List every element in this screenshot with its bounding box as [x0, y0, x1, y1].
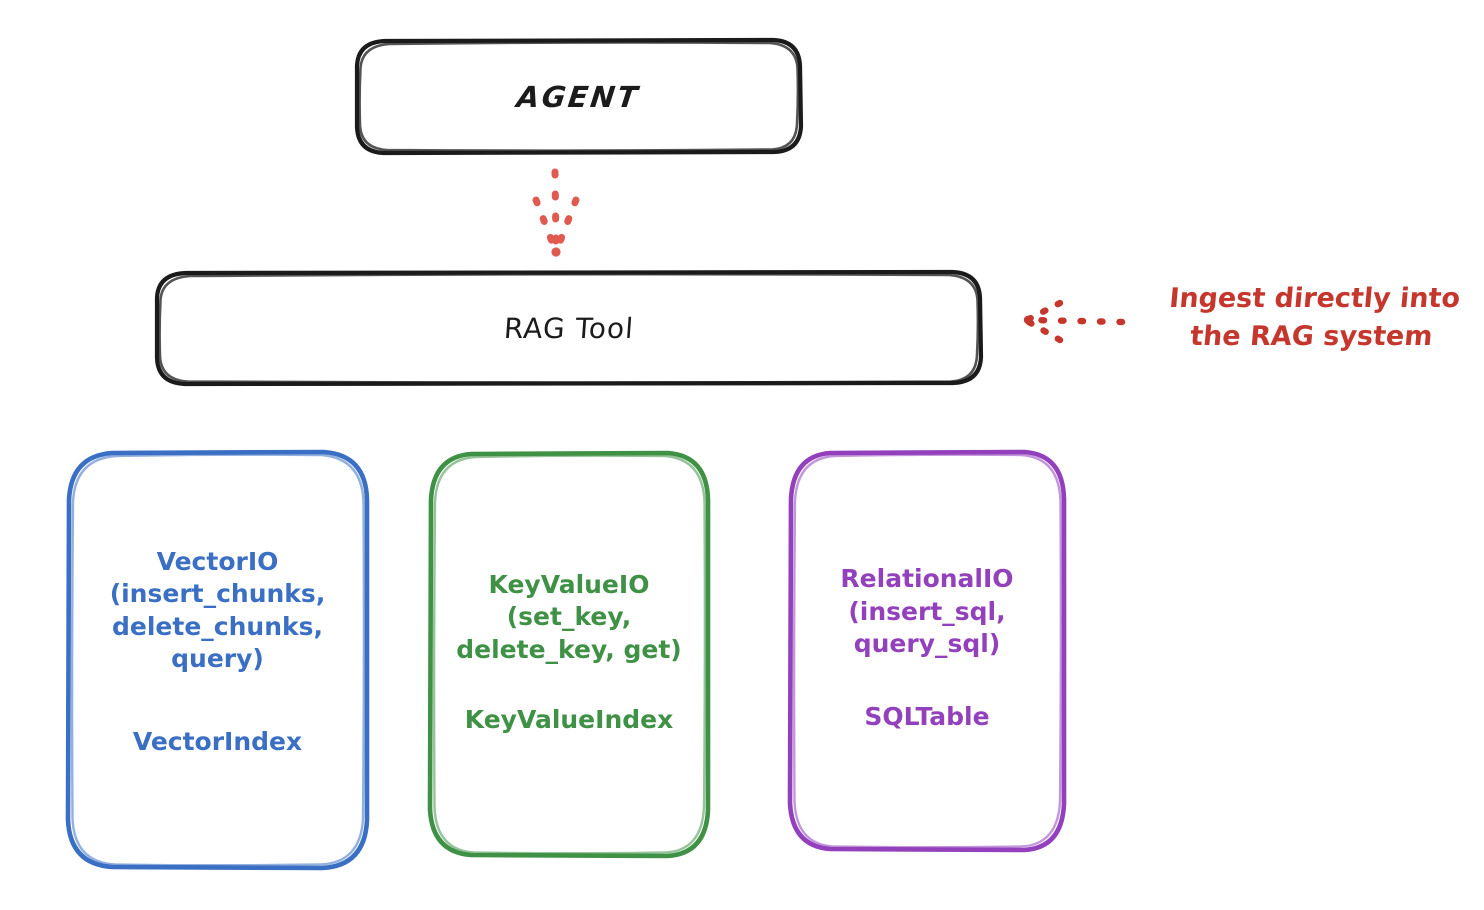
key-value-io-index-label: KeyValueIndex: [464, 705, 674, 734]
agent-node-label: AGENT: [515, 79, 642, 114]
rag-tool-node-label: RAG Tool: [502, 311, 635, 345]
agent-box-outline: [354, 37, 804, 156]
ingest-connector: [1023, 299, 1126, 344]
agent-to-rag-tool-connector: [532, 168, 580, 257]
vector-io-node[interactable]: VectorIO (insert_chunks, delete_chunks, …: [68, 452, 367, 868]
rag-tool-node[interactable]: RAG Tool: [157, 272, 980, 384]
ingest-annotation-label: Ingest directly into the RAG system: [1168, 283, 1462, 352]
vector-io-api-label: VectorIO (insert_chunks, delete_chunks, …: [109, 546, 326, 674]
key-value-io-api-label: KeyValueIO (set_key, delete_key, get): [456, 569, 682, 664]
vector-io-box-outline: [65, 449, 370, 871]
key-value-io-node[interactable]: KeyValueIO (set_key, delete_key, get) Ke…: [430, 453, 708, 856]
relational-io-box-outline: [787, 449, 1067, 853]
agent-node[interactable]: AGENT: [357, 40, 800, 153]
rag-tool-box-outline: [154, 269, 984, 387]
relational-io-index-label: SQLTable: [864, 701, 990, 731]
key-value-io-box-outline: [427, 450, 711, 859]
relational-io-api-label: RelationalIO (insert_sql, query_sql): [840, 564, 1014, 658]
vector-io-index-label: VectorIndex: [132, 726, 303, 756]
relational-io-node[interactable]: RelationalIO (insert_sql, query_sql) SQL…: [790, 452, 1064, 850]
